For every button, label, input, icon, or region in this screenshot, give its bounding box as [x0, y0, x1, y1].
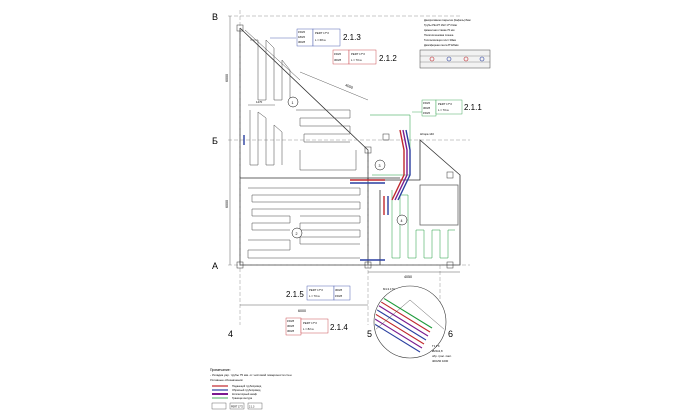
svg-text:Полиэтиленовая пленка: Полиэтиленовая пленка [424, 33, 454, 37]
svg-text:150/6: 150/6 [423, 101, 430, 105]
svg-text:2.1.2: 2.1.2 [379, 54, 397, 63]
svg-text:150/6: 150/6 [423, 111, 430, 115]
dim-bottom-right: 4050 [404, 275, 412, 279]
room-markers: 1 2 3 4 [287, 96, 408, 239]
svg-text:L = 68 м.: L = 68 м. [315, 38, 326, 42]
svg-text:300/8: 300/8 [334, 58, 341, 62]
collector-detail-circle: М1:2.170 Т1 ТЗ Ø20х2,8 обр. трас. пакт. … [373, 285, 452, 363]
svg-text:300/8: 300/8 [287, 329, 294, 333]
svg-text:Цементная стяжка 70 мм: Цементная стяжка 70 мм [424, 28, 455, 32]
svg-text:150/8: 150/8 [335, 294, 342, 298]
collector-riser [243, 129, 411, 261]
svg-text:300/8: 300/8 [298, 40, 305, 44]
axis-col-6: 6 [448, 329, 453, 339]
svg-text:PERT 17*2: PERT 17*2 [315, 31, 329, 35]
room-4: 4 [401, 219, 403, 223]
svg-text:Примечание:: Примечание: [210, 368, 231, 372]
svg-text:2.1.3: 2.1.3 [249, 406, 255, 409]
svg-text:L = 70 м.: L = 70 м. [351, 58, 362, 62]
svg-text:180/6: 180/6 [298, 35, 305, 39]
svg-text:Коллекторный шкаф: Коллекторный шкаф [232, 392, 258, 396]
svg-text:Теплоизоляция плит 30мм: Теплоизоляция плит 30мм [424, 38, 456, 42]
svg-text:150/6: 150/6 [298, 30, 305, 34]
axis-row-v: В [212, 12, 218, 22]
dimension-lines [229, 16, 460, 306]
svg-text:Обратный трубопровод: Обратный трубопровод [232, 388, 261, 392]
svg-text:PERT 17*2: PERT 17*2 [309, 288, 323, 292]
svg-text:150/8: 150/8 [287, 319, 294, 323]
room-3: 3 [379, 164, 381, 168]
floor-section-detail: Декоративное покрытие (Кафель) 8мм Трубы… [419, 18, 491, 69]
axis-lines [228, 10, 470, 325]
svg-text:PERT 17*2: PERT 17*2 [303, 321, 317, 325]
axis-col-5: 5 [367, 329, 372, 339]
svg-text:2.1.5: 2.1.5 [286, 290, 304, 299]
svg-text:2.1.1: 2.1.1 [464, 103, 482, 112]
svg-text:L = 70 м.: L = 70 м. [309, 294, 320, 298]
svg-text:PERT 17*2: PERT 17*2 [351, 52, 365, 56]
circuit-label-2-1-5: 2.1.5 PERT 17*2 L = 70 м. 300/8 150/8 [286, 285, 351, 301]
circuit-room2 [247, 187, 361, 259]
detail-label: М1:2.170 [383, 287, 395, 291]
svg-text:Т1 ТЗ: Т1 ТЗ [432, 344, 440, 348]
svg-text:2.1.4: 2.1.4 [330, 323, 348, 332]
svg-text:2.1.3: 2.1.3 [343, 33, 361, 42]
svg-text:обр. трас. пакт.: обр. трас. пакт. [432, 354, 452, 358]
circuit-room1 [244, 29, 357, 171]
dim-left-upper: 6000 [225, 74, 229, 82]
svg-text:L = 70 м.: L = 70 м. [438, 108, 449, 112]
circuit-label-2-1-3: 150/6 180/6 300/8 PERT 17*2 L = 68 м. 2.… [270, 28, 361, 47]
svg-text:400x50 1000: 400x50 1000 [432, 359, 449, 363]
column-markers [236, 24, 454, 269]
svg-text:L = 82 м.: L = 82 м. [303, 327, 314, 331]
circuit-label-2-1-4: 150/8 300/8 300/8 PERT 17*2 L = 82 м. 2.… [285, 317, 348, 336]
svg-text:Трубы PE-RT 16/2 17*2 Шаг: Трубы PE-RT 16/2 17*2 Шаг [424, 23, 457, 27]
axis-row-b: Б [212, 136, 218, 146]
circuit-label-2-1-2: 150/6 300/8 PERT 17*2 L = 70 м. 2.1.2 [332, 49, 397, 65]
svg-text:300/8: 300/8 [335, 288, 342, 292]
svg-text:Демпферная лента 8*120мм: Демпферная лента 8*120мм [424, 43, 459, 47]
svg-text:300/8: 300/8 [423, 106, 430, 110]
svg-text:150/6: 150/6 [334, 52, 341, 56]
legend: Подающий трубопровод Обратный трубопрово… [211, 384, 263, 410]
circuit-label-2-1-1: 150/6 300/8 150/6 PERT 17*2 L = 70 м. 2.… [412, 99, 482, 117]
svg-text:300/8: 300/8 [287, 324, 294, 328]
axis-row-a: А [212, 261, 218, 271]
svg-text:Условные обозначения:: Условные обозначения: [210, 378, 243, 382]
svg-text:Подающий трубопровод: Подающий трубопровод [232, 384, 262, 388]
riser-label: Штора 140 [420, 132, 434, 136]
svg-text:- Укладка уар. трубы 75 мм. от: - Укладка уар. трубы 75 мм. от чистовой … [210, 373, 292, 377]
svg-text:PERT 17*2: PERT 17*2 [438, 102, 452, 106]
room-2: 2 [296, 232, 298, 236]
room-1: 1 [292, 101, 294, 105]
dim-left-lower: 6000 [225, 200, 229, 208]
notes-block: Примечание: - Укладка уар. трубы 75 мм. … [210, 368, 292, 382]
svg-text:PERT 17*2: PERT 17*2 [231, 406, 244, 409]
dim-top-small: 1470 [256, 100, 263, 104]
svg-text:Декоративное покрытие (Кафель): Декоративное покрытие (Кафель) 8мм [424, 18, 471, 22]
dim-diag-top: 4050 [345, 83, 354, 90]
svg-text:Ø20х2,8: Ø20х2,8 [432, 349, 443, 353]
axis-col-4: 4 [228, 329, 233, 339]
svg-text:Граница контура: Граница контура [232, 396, 253, 400]
dim-bottom-total: 6000 [298, 309, 306, 313]
